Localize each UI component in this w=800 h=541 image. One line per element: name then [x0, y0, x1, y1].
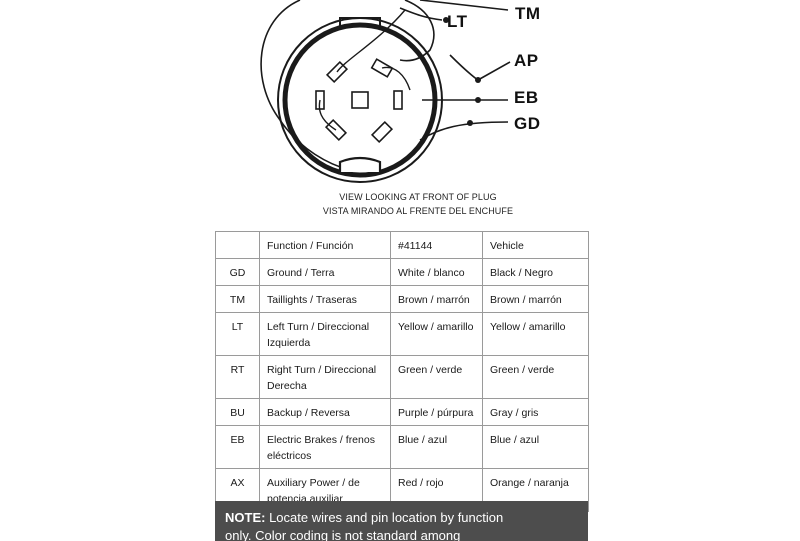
row-code: RT — [215, 355, 260, 399]
pin-right — [393, 90, 403, 110]
leader-eb-dot — [475, 97, 481, 103]
leader-gd — [419, 121, 509, 141]
row-function: Left Turn / Direccional Izquierda — [259, 312, 391, 356]
row-code: LT — [215, 312, 260, 356]
row-vehicle-color: Green / verde — [482, 355, 589, 399]
header-part-number: #41144 — [390, 231, 483, 259]
note-box: NOTE: Locate wires and pin location by f… — [215, 501, 588, 541]
row-part-color: White / blanco — [390, 258, 483, 286]
leader-ap — [449, 54, 479, 81]
pin-label-lt: LT — [447, 12, 468, 31]
wire-internal-2 — [381, 66, 411, 91]
row-part-color: Purple / púrpura — [390, 398, 483, 426]
row-vehicle-color: Gray / gris — [482, 398, 589, 426]
header-vehicle: Vehicle — [482, 231, 589, 259]
pin-label-gd: GD — [514, 114, 541, 133]
table-row: BU Backup / Reversa Purple / púrpura Gra… — [215, 398, 589, 426]
row-vehicle-color: Yellow / amarillo — [482, 312, 589, 356]
row-code: TM — [215, 285, 260, 313]
row-function: Right Turn / Direccional Derecha — [259, 355, 391, 399]
row-code: GD — [215, 258, 260, 286]
row-vehicle-color: Blue / azul — [482, 425, 589, 469]
wiring-table: Function / Función #41144 Vehicle GD Gro… — [215, 231, 589, 512]
note-text: Locate wires and pin location by functio… — [269, 510, 504, 525]
wire-internal-1 — [336, 9, 406, 73]
wire-loop-right — [399, 0, 435, 62]
wire-loop-outer — [260, 0, 351, 171]
pin-label-tm: TM — [515, 4, 541, 23]
plug-key-notch — [338, 156, 382, 172]
row-part-color: Brown / marrón — [390, 285, 483, 313]
row-vehicle-color: Black / Negro — [482, 258, 589, 286]
leader-lt — [399, 7, 443, 21]
pin-center — [351, 91, 369, 109]
row-code: BU — [215, 398, 260, 426]
row-function: Backup / Reversa — [259, 398, 391, 426]
wire-internal-3 — [318, 99, 337, 131]
pin-bottom-right — [370, 120, 394, 144]
leader-tm — [419, 0, 509, 11]
note-label: NOTE: — [225, 510, 266, 525]
table-header-row: Function / Función #41144 Vehicle — [215, 231, 589, 259]
row-part-color: Yellow / amarillo — [390, 312, 483, 356]
row-function: Taillights / Traseras — [259, 285, 391, 313]
table-row: EB Electric Brakes / frenos eléctricos B… — [215, 425, 589, 469]
caption-english: VIEW LOOKING AT FRONT OF PLUG — [339, 192, 497, 202]
pin-label-ap: AP — [514, 51, 539, 70]
table-row: TM Taillights / Traseras Brown / marrón … — [215, 285, 589, 313]
leader-ap-dot — [475, 77, 481, 83]
header-function: Function / Función — [259, 231, 391, 259]
plug-top-tab — [339, 17, 381, 27]
leader-ap-2 — [477, 61, 511, 81]
row-part-color: Blue / azul — [390, 425, 483, 469]
leader-lt-dot — [443, 17, 449, 23]
caption-spanish: VISTA MIRANDO AL FRENTE DEL ENCHUFE — [322, 206, 514, 216]
header-code — [215, 231, 260, 259]
row-vehicle-color: Brown / marrón — [482, 285, 589, 313]
table-row: RT Right Turn / Direccional Derecha Gree… — [215, 355, 589, 399]
table-row: LT Left Turn / Direccional Izquierda Yel… — [215, 312, 589, 356]
row-function: Ground / Terra — [259, 258, 391, 286]
plug-diagram — [260, 0, 511, 183]
table-row: GD Ground / Terra White / blanco Black /… — [215, 258, 589, 286]
pin-label-eb: EB — [514, 88, 539, 107]
note-text-2: only. Color coding is not standard among — [225, 528, 461, 541]
row-code: EB — [215, 425, 260, 469]
row-function: Electric Brakes / frenos eléctricos — [259, 425, 391, 469]
leader-gd-dot — [467, 120, 473, 126]
row-part-color: Green / verde — [390, 355, 483, 399]
